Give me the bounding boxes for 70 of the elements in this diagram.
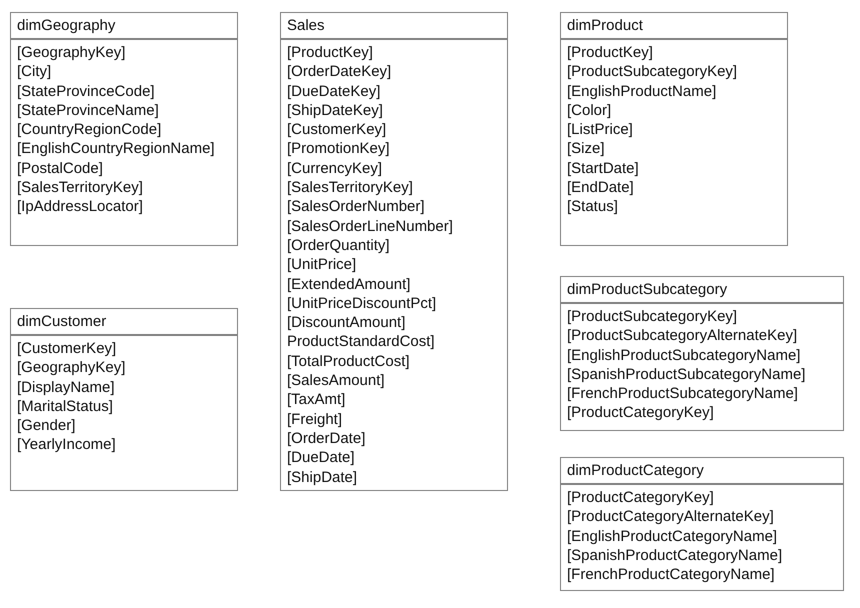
field-name: [CurrencyKey] [287, 158, 384, 178]
field-name: [ProductCategoryAlternateKey] [567, 507, 775, 527]
field-name: [PromotionKey] [287, 139, 391, 159]
field-name: [DisplayName] [17, 378, 116, 397]
table-box [10, 12, 238, 246]
field-name: [Color] [567, 100, 612, 120]
field-name: [SalesOrderLineNumber] [287, 216, 454, 236]
field-name: [ProductSubcategoryAlternateKey] [567, 326, 798, 346]
field-name: [PostalCode] [17, 158, 104, 178]
field-name: [ExtendedAmount] [287, 274, 412, 294]
table-box [10, 308, 238, 491]
table-title: dimProductSubcategory [561, 277, 843, 304]
field-name: [GeographyKey] [17, 358, 126, 378]
field-name: [City] [17, 62, 52, 82]
field-name: [ProductKey] [567, 43, 654, 62]
field-name: [StateProvinceCode] [17, 82, 156, 101]
field-name: [SpanishProductCategoryName] [567, 546, 784, 566]
field-name: [DueDate] [287, 448, 356, 468]
field-name: [YearlyIncome] [17, 435, 117, 455]
field-name: [Gender] [17, 416, 76, 436]
table-title: Sales [281, 13, 507, 40]
field-name: [IpAddressLocator] [17, 197, 144, 217]
field-name: [EnglishCountryRegionName] [17, 139, 216, 159]
field-name: [DueDateKey] [287, 82, 382, 101]
field-name: [GeographyKey] [17, 43, 126, 62]
field-name: [SalesTerritoryKey] [287, 178, 414, 198]
field-name: [SalesAmount] [287, 371, 386, 390]
field-name: [MaritalStatus] [17, 396, 114, 416]
field-name: [ProductCategoryKey] [567, 403, 715, 423]
field-name: [UnitPriceDiscountPct] [287, 294, 438, 314]
table-box [560, 457, 844, 591]
field-name: [EnglishProductSubcategoryName] [567, 346, 802, 365]
field-name: [FrenchProductCategoryName] [567, 565, 776, 584]
table-box [560, 12, 788, 246]
table-box [280, 12, 508, 491]
field-name: [TotalProductCost] [287, 352, 411, 372]
field-name: [SalesTerritoryKey] [17, 178, 144, 198]
field-name: [FrenchProductSubcategoryName] [567, 384, 799, 404]
field-name: [OrderQuantity] [287, 236, 391, 256]
field-name: [ProductCategoryKey] [567, 488, 715, 508]
field-name: [CustomerKey] [287, 120, 388, 140]
table-title: dimProduct [561, 13, 787, 40]
field-name: [OrderDate] [287, 428, 366, 448]
field-name: [DiscountAmount] [287, 313, 406, 332]
table-title: dimGeography [11, 13, 237, 40]
field-name: [ShipDateKey] [287, 100, 384, 120]
field-name: [ShipDate] [287, 468, 358, 487]
field-name: [CountryRegionCode] [17, 120, 162, 140]
field-name: [TaxAmt] [287, 390, 346, 410]
field-name: [ListPrice] [567, 120, 634, 140]
field-name: [CustomerKey] [17, 339, 118, 358]
field-name: [Status] [567, 197, 619, 217]
field-name: [SalesOrderNumber] [287, 197, 426, 217]
field-name: [Freight] [287, 410, 344, 429]
field-name: [UnitPrice] [287, 255, 358, 275]
field-name: [StartDate] [567, 158, 640, 178]
table-title: dimCustomer [11, 309, 237, 336]
field-name: [EnglishProductCategoryName] [567, 526, 778, 546]
field-name: [ProductKey] [287, 43, 374, 62]
field-name: [ProductSubcategoryKey] [567, 62, 738, 82]
field-name: [OrderDateKey] [287, 62, 392, 82]
field-name: [StateProvinceName] [17, 100, 160, 120]
field-name: ProductStandardCost] [287, 332, 436, 352]
field-name: [EnglishProductName] [567, 82, 718, 101]
field-name: [ProductSubcategoryKey] [567, 307, 738, 326]
table-box [560, 276, 844, 431]
field-name: [EndDate] [567, 178, 635, 198]
table-title: dimProductCategory [561, 458, 843, 485]
field-name: [SpanishProductSubcategoryName] [567, 364, 806, 384]
field-name: [Size] [567, 139, 606, 159]
